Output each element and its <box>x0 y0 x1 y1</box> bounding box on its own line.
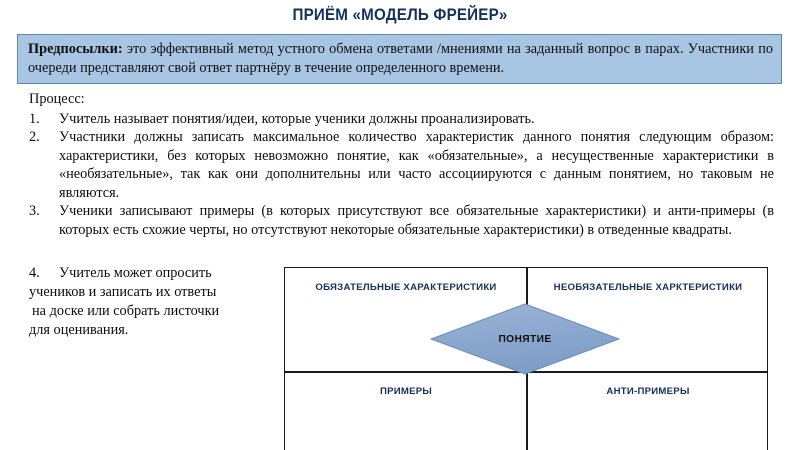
list-item-number: 2. <box>29 129 40 146</box>
list-item-number: 1. <box>29 110 40 127</box>
list-item: 2. Участники должны записать максимально… <box>29 128 774 202</box>
list-item: 3. Ученики записывают примеры (в которых… <box>29 202 774 239</box>
process-heading: Процесс: <box>29 91 85 107</box>
quadrant-label-non-examples: АНТИ-ПРИМЕРЫ <box>606 386 690 397</box>
page-title: ПРИЁМ «МОДЕЛЬ ФРЕЙЕР» <box>292 6 508 24</box>
list-item-4: 4. Учитель может опросить учеников и запи… <box>29 264 274 339</box>
quadrant-label-essential-characteristics: ОБЯЗАТЕЛЬНЫЕ ХАРАКТЕРИСТИКИ <box>315 282 497 293</box>
list-item-text-line-2: учеников и записать их ответы <box>29 283 217 300</box>
premise-body-text: это эффективный метод устного обмена отв… <box>28 41 773 76</box>
list-item-text-line-4: для оценивания. <box>29 321 129 338</box>
quadrant-label-nonessential-characteristics: НЕОБЯЗАТЕЛЬНЫЕ ХАРКТЕРИСТИКИ <box>553 282 743 293</box>
list-item: 1. Учитель называет понятия/идеи, которы… <box>29 110 774 129</box>
list-item-text: Участники должны записать максимальное к… <box>59 129 774 201</box>
process-section: Процесс: 1. Учитель называет понятия/иде… <box>29 90 774 240</box>
premise-banner: Предпосылки: это эффективный метод устно… <box>17 34 782 85</box>
list-item-text: Ученики записывают примеры (в которых пр… <box>59 203 774 239</box>
premise-lead-label: Предпосылки: <box>28 41 123 57</box>
list-item-text-line-1: Учитель может опросить <box>59 265 212 281</box>
concept-diamond: ПОНЯТИЕ <box>430 303 620 375</box>
quadrant-label-examples: ПРИМЕРЫ <box>379 386 433 397</box>
list-item-number: 3. <box>29 203 40 220</box>
diamond-shape-icon <box>430 303 620 375</box>
list-item-text-line-3: на доске или собрать листочки <box>32 302 220 319</box>
list-item-text: Учитель называет понятия/идеи, которые у… <box>59 110 535 127</box>
list-item-number: 4. <box>29 265 40 281</box>
